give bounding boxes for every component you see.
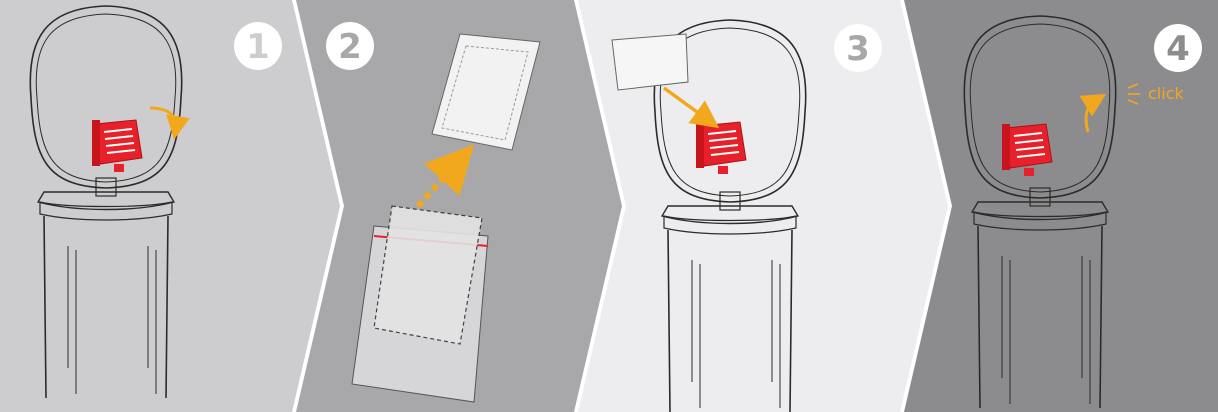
panel-1-background <box>0 0 340 412</box>
step-1-number: 1 <box>246 27 270 67</box>
step-4-number: 4 <box>1166 29 1190 69</box>
step-3-number: 3 <box>846 29 870 69</box>
step-2-number: 2 <box>338 27 362 67</box>
click-label: click <box>1148 84 1184 103</box>
filter-pad <box>612 34 688 90</box>
